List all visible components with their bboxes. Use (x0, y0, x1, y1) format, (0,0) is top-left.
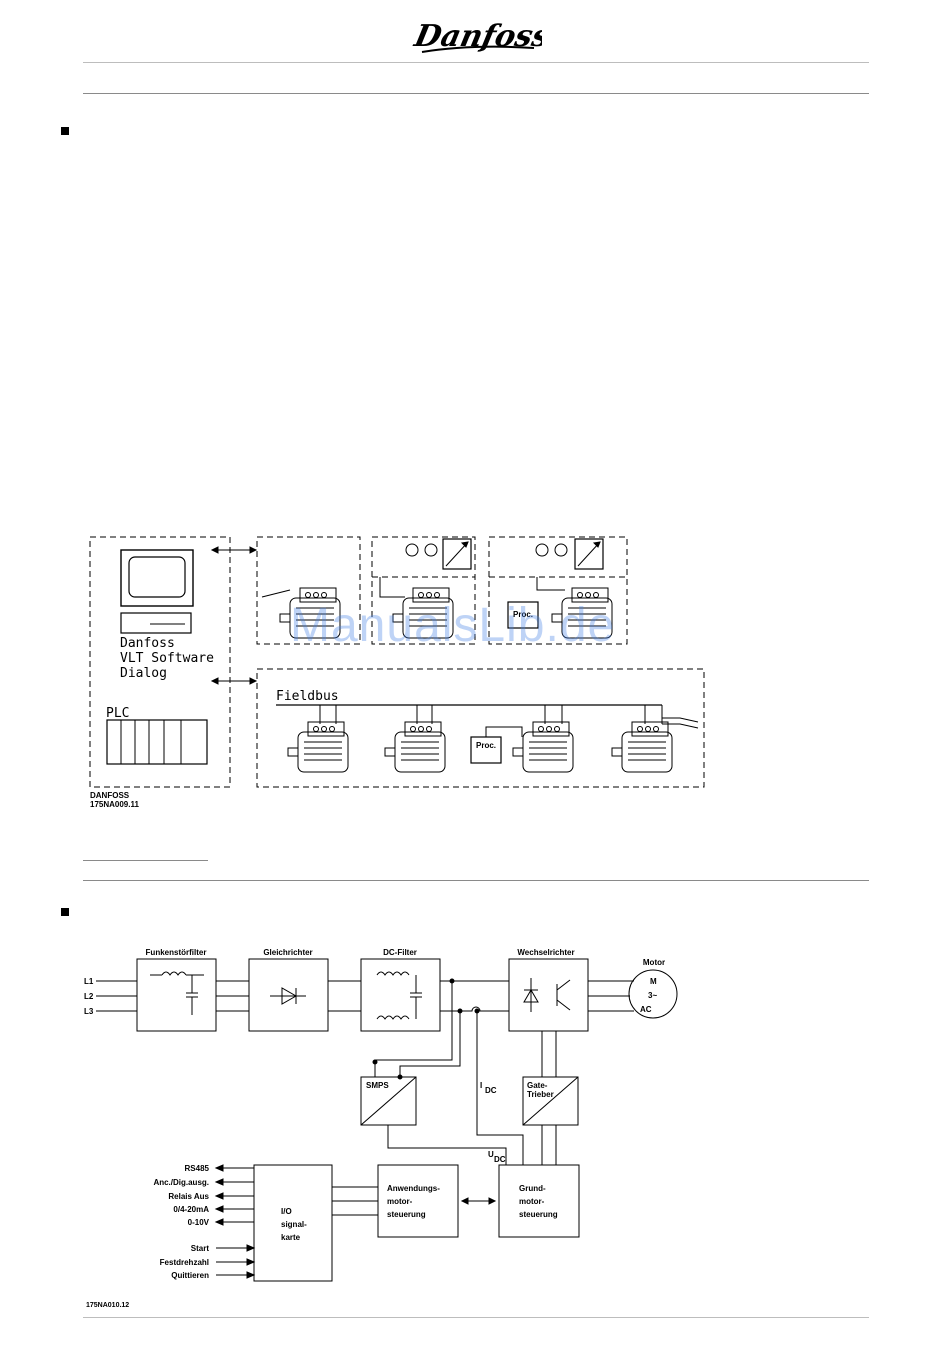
io-output-rs485: RS485 (185, 1164, 210, 1173)
motor-drive-icons (279, 587, 673, 773)
io-input-start: Start (191, 1244, 210, 1253)
drive-box-1 (256, 536, 361, 645)
udc-sub: DC (494, 1155, 506, 1164)
phase-l2: L2 (84, 992, 94, 1001)
phase-l1: L1 (84, 977, 94, 986)
base-control-block (498, 1164, 580, 1238)
dc-filter-label: DC-Filter (383, 948, 417, 957)
keyboard (120, 612, 192, 634)
proc-box-upper (507, 601, 539, 629)
base-control-label-2: motor- (519, 1197, 545, 1206)
fig1-caption-1: DANFOSS (90, 791, 130, 800)
app-control-label-3: steuerung (387, 1210, 426, 1219)
motor-m: M (650, 977, 657, 986)
base-control-label-1: Grund- (519, 1184, 546, 1193)
network-diagram: Danfoss VLT Software Dialog PLC Fieldbus… (89, 536, 705, 809)
phase-l3: L3 (84, 1007, 94, 1016)
header-rule-top (83, 62, 869, 63)
fieldbus-label: Fieldbus (276, 689, 339, 704)
plc-label: PLC (106, 706, 129, 721)
udc-label: U (488, 1150, 494, 1159)
proc-label-fieldbus: Proc. (476, 741, 496, 750)
inverter-block (508, 958, 589, 1032)
io-output-voltage: 0-10V (188, 1218, 210, 1227)
danfoss-logo: Danfoss (412, 19, 542, 54)
io-output-analog: Anc./Dig.ausg. (153, 1178, 209, 1187)
io-card-label-1: I/O (281, 1207, 292, 1216)
section-rule (83, 880, 869, 881)
motor-label: Motor (643, 958, 665, 967)
rfi-filter-label: Funkenstörfilter (146, 948, 207, 957)
proc-label-upper: Proc. (513, 610, 533, 619)
plc-rack (106, 719, 208, 765)
software-label-2: VLT Software (120, 651, 214, 666)
io-card-label-2: signal- (281, 1220, 307, 1229)
io-output-relay: Relais Aus (168, 1192, 209, 1201)
drive-box-3 (488, 536, 628, 645)
fig1-caption-2: 175NA009.11 (90, 800, 139, 809)
rfi-filter-block (136, 958, 217, 1032)
app-control-label-2: motor- (387, 1197, 413, 1206)
io-card-label-3: karte (281, 1233, 301, 1242)
gate-driver-label-2: Trieber (527, 1090, 554, 1099)
pc-plc-frame (89, 536, 231, 788)
rectifier-label: Gleichrichter (263, 948, 312, 957)
logo-text: Danfoss (412, 19, 542, 54)
smps-label: SMPS (366, 1081, 389, 1090)
software-label-1: Danfoss (120, 636, 175, 651)
gate-driver-block (522, 1076, 579, 1126)
inverter-label: Wechselrichter (517, 948, 574, 957)
block-diagram: Funkenstörfilter Gleichrichter DC-Filter… (84, 948, 678, 1309)
section-bullet-1 (61, 127, 69, 135)
footer-rule (83, 1317, 869, 1318)
proc-box-fieldbus (470, 736, 502, 764)
software-label-3: Dialog (120, 666, 167, 681)
app-control-label-1: Anwendungs- (387, 1184, 440, 1193)
idc-sub: DC (485, 1086, 497, 1095)
idc-label: I (480, 1081, 482, 1090)
drive-box-2 (371, 536, 476, 645)
dc-filter-block (360, 958, 441, 1032)
base-control-label-3: steuerung (519, 1210, 558, 1219)
io-input-reset: Quittieren (171, 1271, 209, 1280)
fieldbus-frame (256, 668, 705, 788)
io-input-fixed-speed: Festdrehzahl (160, 1258, 209, 1267)
monitor (120, 549, 194, 607)
motor-symbol (628, 969, 678, 1019)
io-card-block (253, 1164, 333, 1282)
motor-ac: AC (640, 1005, 652, 1014)
motor-3ph: 3~ (648, 991, 657, 1000)
fig2-caption: 175NA010.12 (86, 1302, 129, 1309)
rectifier-block (248, 958, 329, 1032)
io-output-current: 0/4-20mA (173, 1205, 209, 1214)
section-bullet-2 (61, 908, 69, 916)
gate-driver-label-1: Gate- (527, 1081, 548, 1090)
footnote-rule (83, 860, 208, 861)
header-rule (83, 93, 869, 94)
